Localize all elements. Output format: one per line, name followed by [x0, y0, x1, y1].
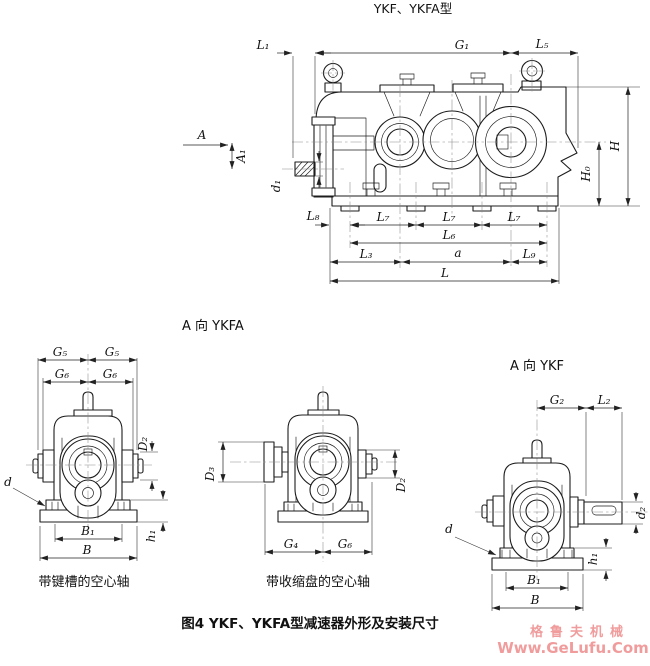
dim-label-B1: B₁	[80, 524, 95, 538]
ykf-view-label: A 向 YKF	[510, 358, 564, 374]
pedestal	[77, 505, 99, 519]
ykfa-front-view: A 向 YKFA	[4, 318, 244, 590]
input-flange	[313, 116, 334, 198]
d-leader	[12, 487, 46, 507]
ykfa-caption: 带键槽的空心轴	[38, 574, 129, 590]
dim-label-a: a	[454, 246, 461, 260]
top-plate	[73, 409, 113, 417]
eyebolt-right-base	[521, 80, 542, 91]
dim-label-L2: L₂	[597, 393, 611, 407]
dim-label-L5: L₅	[535, 37, 549, 51]
side-view: A L₁ G₁ L₅ A₁ d₁ H H₀ L₈ L₇ L₇ L₇ L₆ L₃ …	[132, 0, 641, 284]
centerlines	[475, 400, 648, 580]
hollow-shaft-right-2	[132, 453, 139, 479]
dim-label-H: H	[608, 140, 622, 152]
foot-holes	[51, 501, 125, 511]
extension-lines	[37, 358, 168, 561]
dimension-lines	[454, 405, 639, 611]
dim-label-D2: D₂	[394, 478, 408, 494]
hollow-shaft-right-2	[365, 453, 373, 475]
dimension-lines	[12, 357, 166, 561]
foot-tabs	[340, 205, 557, 212]
centerlines	[230, 386, 400, 562]
figure-caption: 图4 YKF、YKFA型减速器外形及安装尺寸	[181, 615, 439, 632]
dim-label-h1: h₁	[586, 553, 600, 566]
dim-label-L7b: L₇	[442, 210, 456, 224]
dim-label-B: B	[82, 543, 92, 557]
dim-label-G2: G₂	[550, 393, 565, 407]
top-shaft-stub	[82, 391, 94, 411]
dim-label-G6-right: G₆	[103, 367, 118, 381]
dimension-lines	[183, 50, 631, 284]
dim-label-L1: L₁	[256, 38, 270, 52]
dim-label-G5-left: G₅	[53, 345, 68, 359]
page-title: YKF、YKFA型	[373, 1, 452, 16]
output-shaft	[583, 501, 623, 525]
foundation-bolts	[362, 182, 517, 197]
dim-label-L6: L₆	[442, 228, 456, 242]
top-pad-2	[452, 83, 504, 93]
dim-label-G6: G₆	[338, 537, 353, 551]
base-plate	[331, 195, 559, 207]
hollow-shaft-right-3	[137, 458, 144, 474]
dim-label-G4: G₄	[284, 537, 299, 551]
dim-label-L8: L₈	[306, 209, 320, 223]
dim-label-d1: d₁	[269, 180, 283, 193]
dim-label-L7c: L₇	[507, 210, 521, 224]
hollow-shaft-left-3	[32, 458, 39, 474]
hollow-shaft-right-1	[121, 449, 134, 483]
pedestal	[312, 502, 334, 512]
dimension-lines	[220, 441, 398, 555]
foot-holes	[287, 503, 359, 512]
dim-label-L: L	[440, 266, 449, 280]
dim-label-L9: L₉	[522, 247, 536, 261]
left-flange-3	[481, 504, 488, 519]
left-flange-1	[492, 495, 505, 527]
dim-label-A1: A₁	[234, 149, 248, 163]
shrink-disk-front-view: D₃ D₂ G₄ G₆ 带收缩盘的空心轴	[203, 386, 408, 590]
dim-label-D2: D₂	[136, 437, 150, 453]
hollow-shaft-right-1	[357, 449, 367, 479]
hollow-shaft-right-3	[371, 457, 378, 471]
dim-label-D3: D₃	[203, 467, 217, 483]
flange-bottom-cap	[311, 187, 336, 197]
pad-bolts	[399, 72, 486, 86]
dim-label-B: B	[530, 593, 540, 607]
dim-label-L7a: L₇	[376, 210, 390, 224]
dim-label-L3: L₃	[359, 247, 373, 261]
foot-holes	[501, 549, 573, 559]
extension-lines	[218, 441, 400, 555]
dim-label-d: d	[445, 522, 453, 536]
ykfa-view-label: A 向 YKFA	[182, 318, 244, 334]
hollow-shaft-left-2	[37, 453, 44, 479]
dim-label-d2: d₂	[634, 507, 648, 520]
top-pad-1	[379, 84, 435, 93]
inspection-slot	[373, 163, 387, 193]
shrink-caption: 带收缩盘的空心轴	[266, 574, 370, 590]
extension-lines	[491, 412, 643, 611]
watermark-name: 格鲁夫机械	[530, 624, 630, 640]
pedestal	[526, 548, 548, 559]
dim-label-h1: h₁	[144, 530, 158, 543]
dim-label-G1: G₁	[455, 38, 469, 52]
d-leader	[454, 536, 497, 556]
watermark: 格鲁夫机械 Www.GeLufu.Com	[497, 624, 649, 657]
ykf-front-view: A 向 YKF	[445, 358, 648, 611]
left-flange-2	[486, 499, 494, 523]
dim-label-G5-right: G₅	[105, 345, 120, 359]
hollow-shaft-left-1	[42, 449, 55, 483]
dim-label-B1: B₁	[526, 573, 541, 587]
dim-label-H0: H₀	[579, 166, 593, 182]
watermark-url: Www.GeLufu.Com	[497, 639, 649, 657]
dim-label-d: d	[4, 475, 12, 489]
flange-top-cap	[311, 116, 336, 126]
dim-label-G6-left: G₆	[55, 367, 70, 381]
dim-label-A: A	[197, 128, 207, 142]
shaft-keyway-slot	[591, 505, 617, 516]
stub-hatching	[294, 161, 316, 177]
